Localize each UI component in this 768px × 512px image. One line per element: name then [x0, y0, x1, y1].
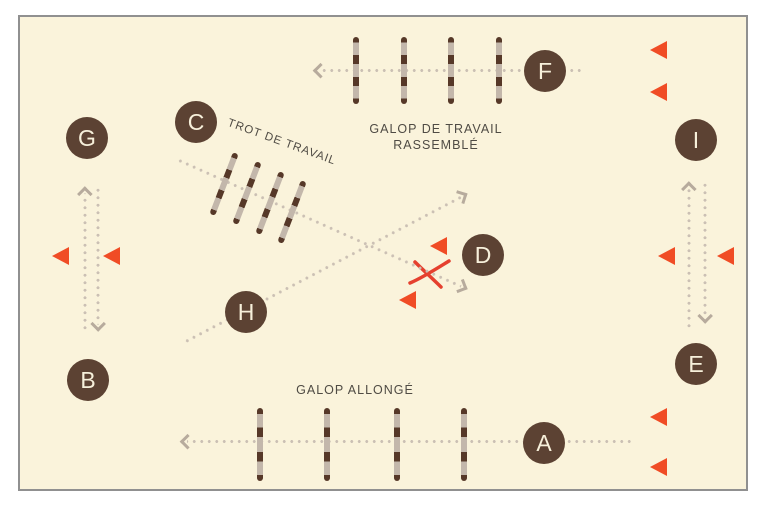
right-rail-down — [697, 181, 714, 324]
galop-travail-pole-icon — [401, 37, 407, 104]
marker-F: F — [524, 50, 566, 92]
cone-triangle-icon — [717, 247, 734, 265]
galop-travail-pole-icon — [353, 37, 359, 104]
galop-allonge-label: GALOP ALLONGÉ — [296, 383, 414, 397]
left-rail-up — [76, 185, 93, 331]
marker-C: C — [175, 101, 217, 143]
galop-travail-pole-icon — [496, 37, 502, 104]
right-rail-up — [680, 180, 697, 329]
galop-de-travail-label-line2: RASSEMBLÉ — [393, 138, 479, 152]
cone-triangle-icon — [658, 247, 675, 265]
marker-H: H — [225, 291, 267, 333]
marker-G: G — [66, 117, 108, 159]
left-rail-down — [90, 186, 107, 332]
galop-allonge-track — [179, 433, 633, 450]
cone-triangle-icon — [650, 408, 667, 426]
galop-de-travail-label-line1: GALOP DE TRAVAIL — [369, 122, 503, 136]
galop-allonge-pole-icon — [324, 408, 330, 481]
cone-triangle-icon — [52, 247, 69, 265]
marker-D: D — [462, 234, 504, 276]
galop-de-travail-label: GALOP DE TRAVAIL RASSEMBLÉ — [346, 121, 526, 153]
galop-travail-pole-icon — [448, 37, 454, 104]
cone-triangle-icon — [650, 458, 667, 476]
cone-triangle-icon — [103, 247, 120, 265]
galop-allonge-pole-icon — [394, 408, 400, 481]
galop-allonge-pole-icon — [257, 408, 263, 481]
cone-triangle-icon — [650, 41, 667, 59]
marker-B: B — [67, 359, 109, 401]
galop-allonge-pole-icon — [461, 408, 467, 481]
marker-A: A — [523, 422, 565, 464]
marker-E: E — [675, 343, 717, 385]
cone-triangle-icon — [650, 83, 667, 101]
cone-triangle-icon — [430, 237, 447, 255]
cone-triangle-icon — [399, 291, 416, 309]
marker-I: I — [675, 119, 717, 161]
